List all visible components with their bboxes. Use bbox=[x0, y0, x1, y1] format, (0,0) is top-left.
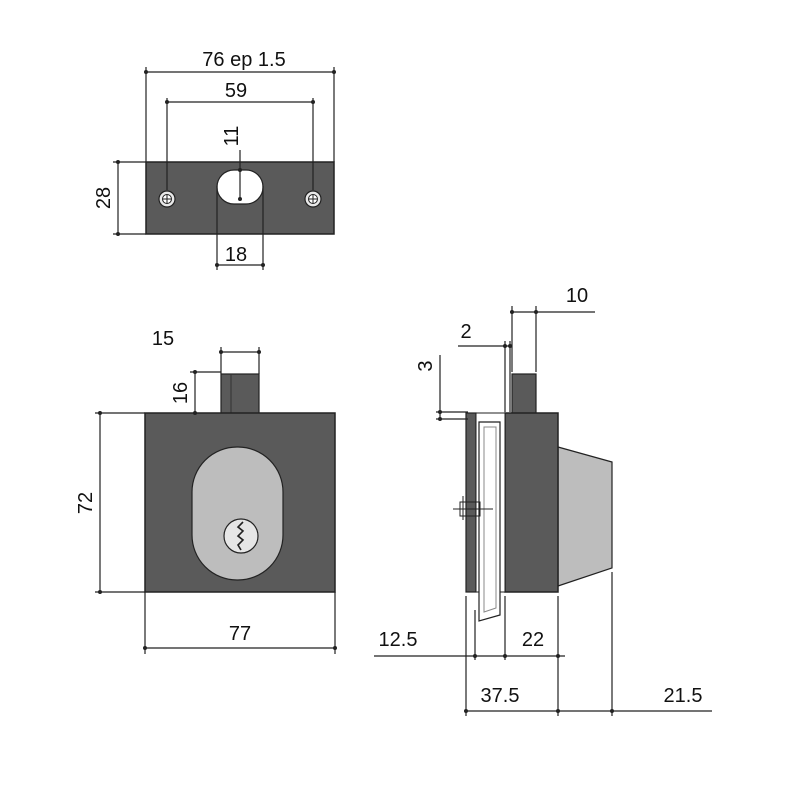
label-side-cylinder: 21.5 bbox=[664, 685, 703, 707]
dim-strike-height: 28 bbox=[93, 160, 146, 236]
label-bolt-projection: 16 bbox=[170, 382, 192, 404]
label-body-width: 77 bbox=[229, 623, 251, 645]
lock-front-view: 15 16 72 77 bbox=[75, 328, 337, 654]
dim-slot-height: 11 bbox=[221, 126, 243, 201]
dim-side-a-b: 12.5 22 bbox=[374, 629, 565, 658]
dim-slot-width: 18 bbox=[215, 186, 265, 270]
cylinder-escutcheon bbox=[191, 446, 284, 581]
label-side-gap: 2 bbox=[460, 321, 471, 343]
label-side-step: 3 bbox=[415, 360, 437, 371]
label-side-b: 22 bbox=[522, 629, 544, 651]
label-slot-height: 11 bbox=[221, 126, 243, 147]
label-side-a: 12.5 bbox=[379, 629, 418, 651]
cylinder-housing-side bbox=[557, 446, 613, 587]
keyhole-icon bbox=[223, 518, 259, 554]
bolt-side bbox=[511, 373, 537, 415]
glass-panel bbox=[478, 421, 501, 622]
label-side-top-offset: 10 bbox=[566, 285, 588, 307]
label-bolt-width: 15 bbox=[152, 328, 174, 350]
lock-body-side bbox=[504, 412, 559, 593]
dim-body-height: 72 bbox=[75, 411, 145, 594]
dim-strike-width: 76 ep 1.5 bbox=[144, 49, 336, 162]
dim-side-gap: 2 bbox=[458, 321, 512, 412]
label-strike-width: 76 ep 1.5 bbox=[202, 49, 285, 71]
dim-bolt-projection: 16 bbox=[170, 370, 221, 415]
lock-side-view: 10 2 3 bbox=[374, 285, 712, 716]
dim-bolt-width: 15 bbox=[152, 328, 261, 374]
dim-side-step: 3 bbox=[415, 355, 468, 421]
screw-crosshair bbox=[453, 496, 493, 520]
screw-hole-right bbox=[304, 190, 322, 208]
label-body-height: 72 bbox=[75, 492, 97, 514]
label-hole-spacing: 59 bbox=[225, 80, 247, 102]
label-slot-width: 18 bbox=[225, 244, 247, 266]
dim-side-top-offset: 10 bbox=[510, 285, 595, 372]
strike-plate-view: 76 ep 1.5 59 11 28 bbox=[93, 49, 336, 270]
label-side-total: 37.5 bbox=[481, 685, 520, 707]
dim-body-width: 77 bbox=[143, 592, 337, 654]
bolt-front bbox=[220, 373, 260, 415]
label-strike-height: 28 bbox=[93, 187, 115, 209]
dim-side-total: 37.5 21.5 bbox=[464, 685, 712, 713]
dim-hole-spacing: 59 bbox=[165, 80, 315, 190]
screw-hole-left bbox=[158, 190, 176, 208]
